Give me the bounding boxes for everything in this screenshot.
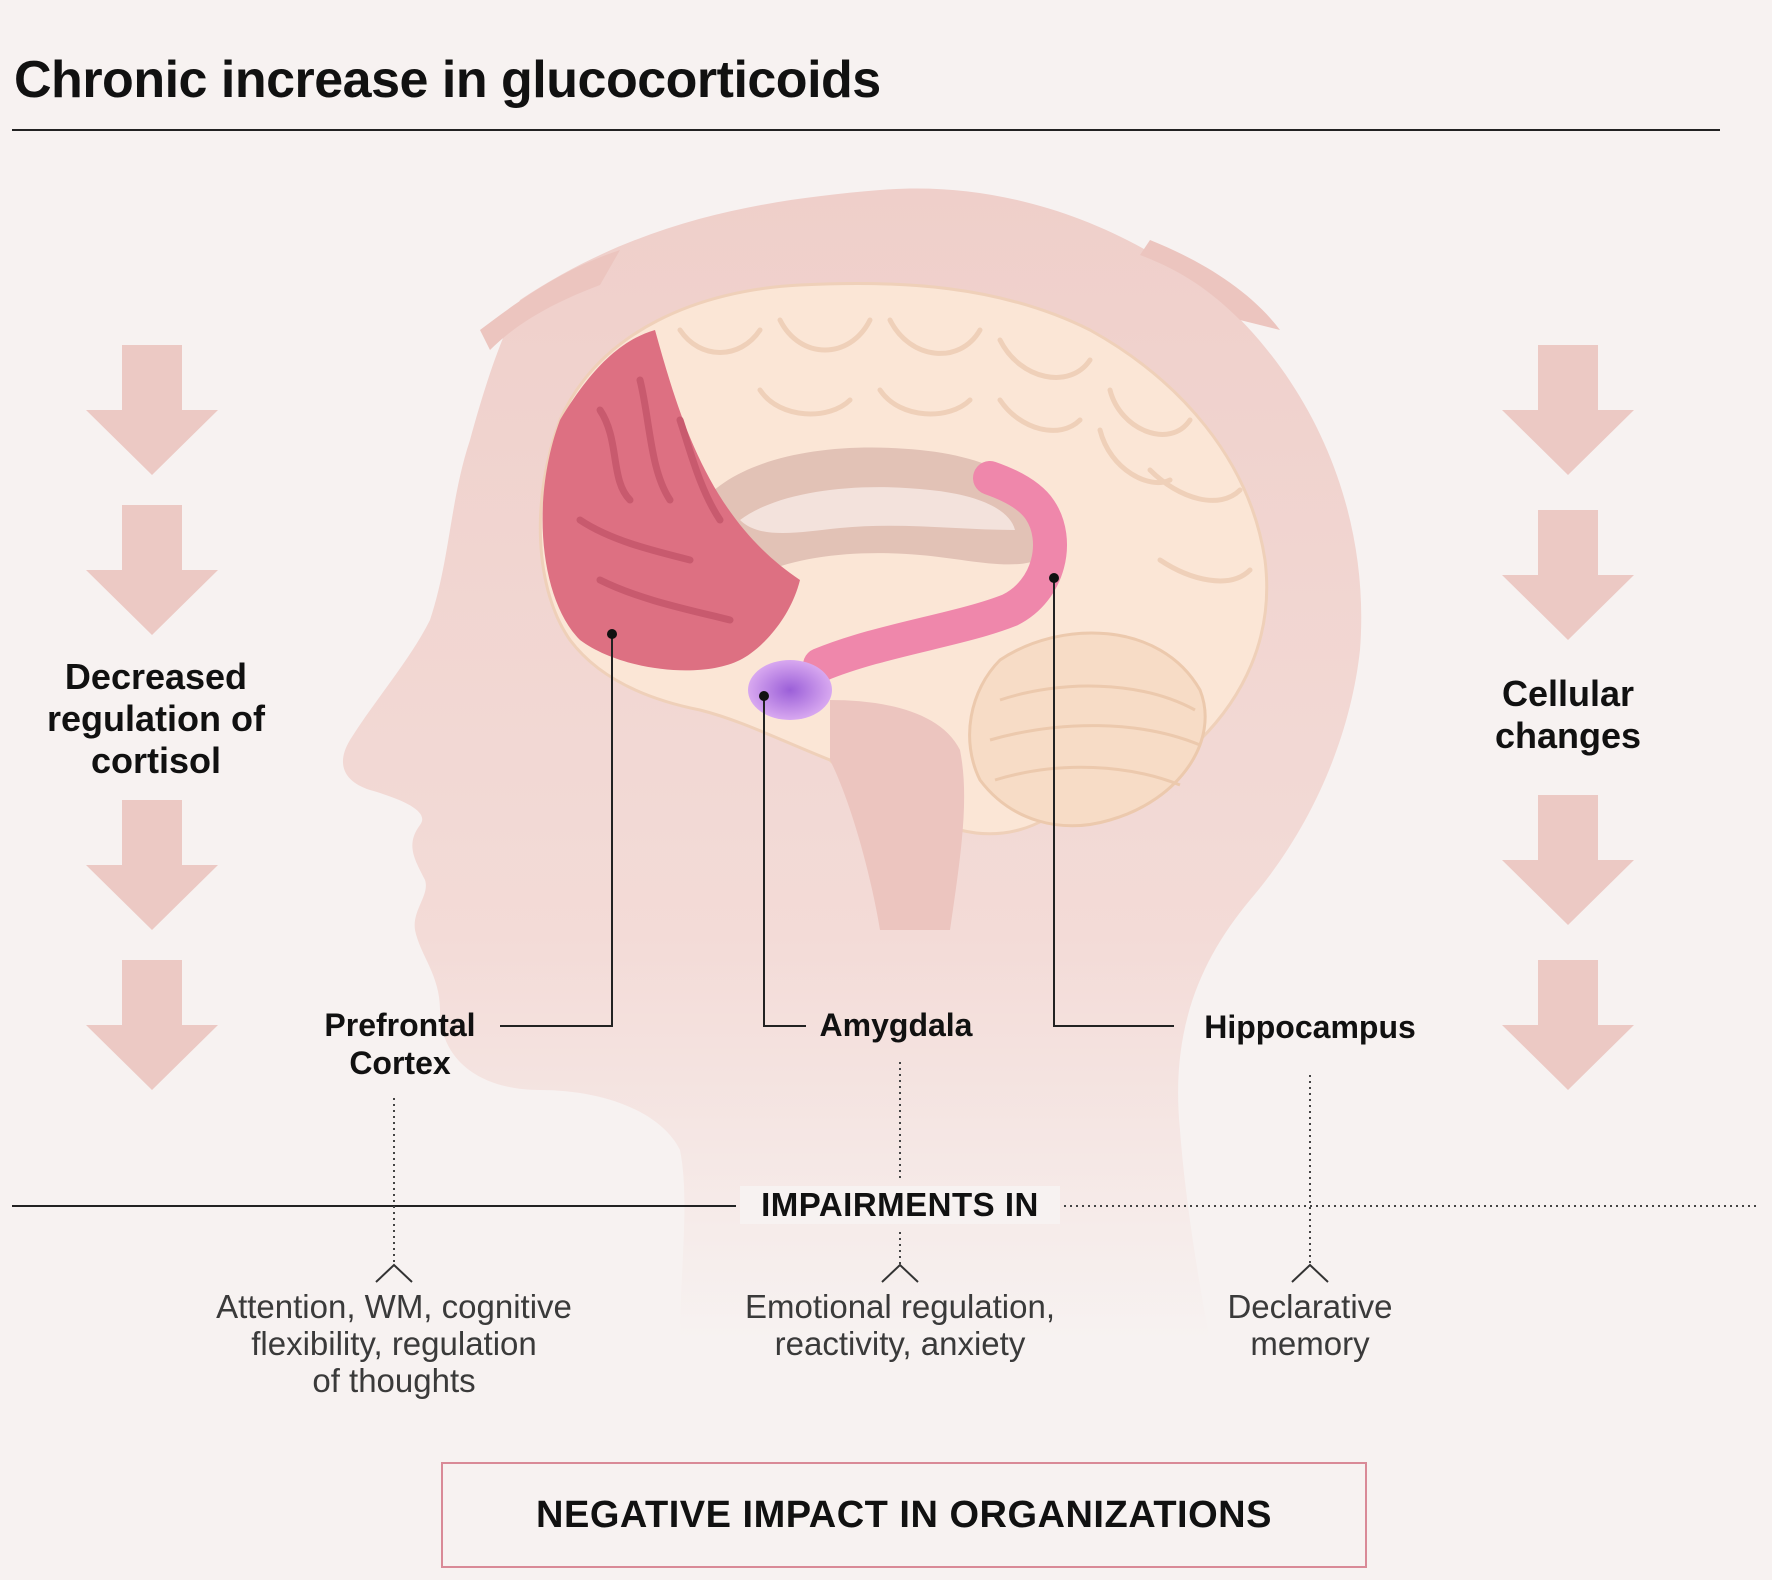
hippocampus-region xyxy=(803,461,1067,682)
negative-impact-text: NEGATIVE IMPACT IN ORGANIZATIONS xyxy=(536,1493,1272,1536)
down-arrow-icon xyxy=(1502,345,1634,475)
down-arrow-icon xyxy=(1502,510,1634,640)
down-arrow-icon xyxy=(86,960,218,1090)
amygdala-region xyxy=(748,660,832,720)
diagram-title: Chronic increase in glucocorticoids xyxy=(14,51,881,109)
down-arrow-icon xyxy=(86,800,218,930)
amygdala-effects: Emotional regulation, reactivity, anxiet… xyxy=(744,1288,1056,1362)
down-arrow-icon xyxy=(1502,795,1634,925)
prefrontal-cortex-region xyxy=(542,330,800,671)
amygdala-label: Amygdala xyxy=(819,1007,973,1043)
brain xyxy=(538,281,1269,930)
leader-lines xyxy=(500,578,1174,1027)
down-arrow-icon xyxy=(86,505,218,635)
effect-connectors xyxy=(393,1062,1311,1265)
left-side-label: Decreased regulation of cortisol xyxy=(47,656,265,781)
prefrontal-cortex-label: Prefrontal Cortex xyxy=(324,1007,476,1081)
down-arrow-icon xyxy=(86,345,218,475)
down-arrow-icon xyxy=(1502,960,1634,1090)
right-arrows xyxy=(1502,345,1634,1090)
leader-dots xyxy=(607,573,1059,701)
hippocampus-effects: Declarative memory xyxy=(1227,1288,1393,1362)
effect-forks xyxy=(375,1263,1329,1283)
negative-impact-box: NEGATIVE IMPACT IN ORGANIZATIONS xyxy=(441,1462,1367,1568)
title-divider xyxy=(12,129,1720,131)
right-side-label: Cellular changes xyxy=(1494,673,1642,756)
hippocampus-label: Hippocampus xyxy=(1204,1009,1416,1045)
left-arrows xyxy=(86,345,218,1090)
impairments-label: IMPAIRMENTS IN xyxy=(740,1186,1060,1224)
prefrontal-effects: Attention, WM, cognitive flexibility, re… xyxy=(216,1288,572,1399)
